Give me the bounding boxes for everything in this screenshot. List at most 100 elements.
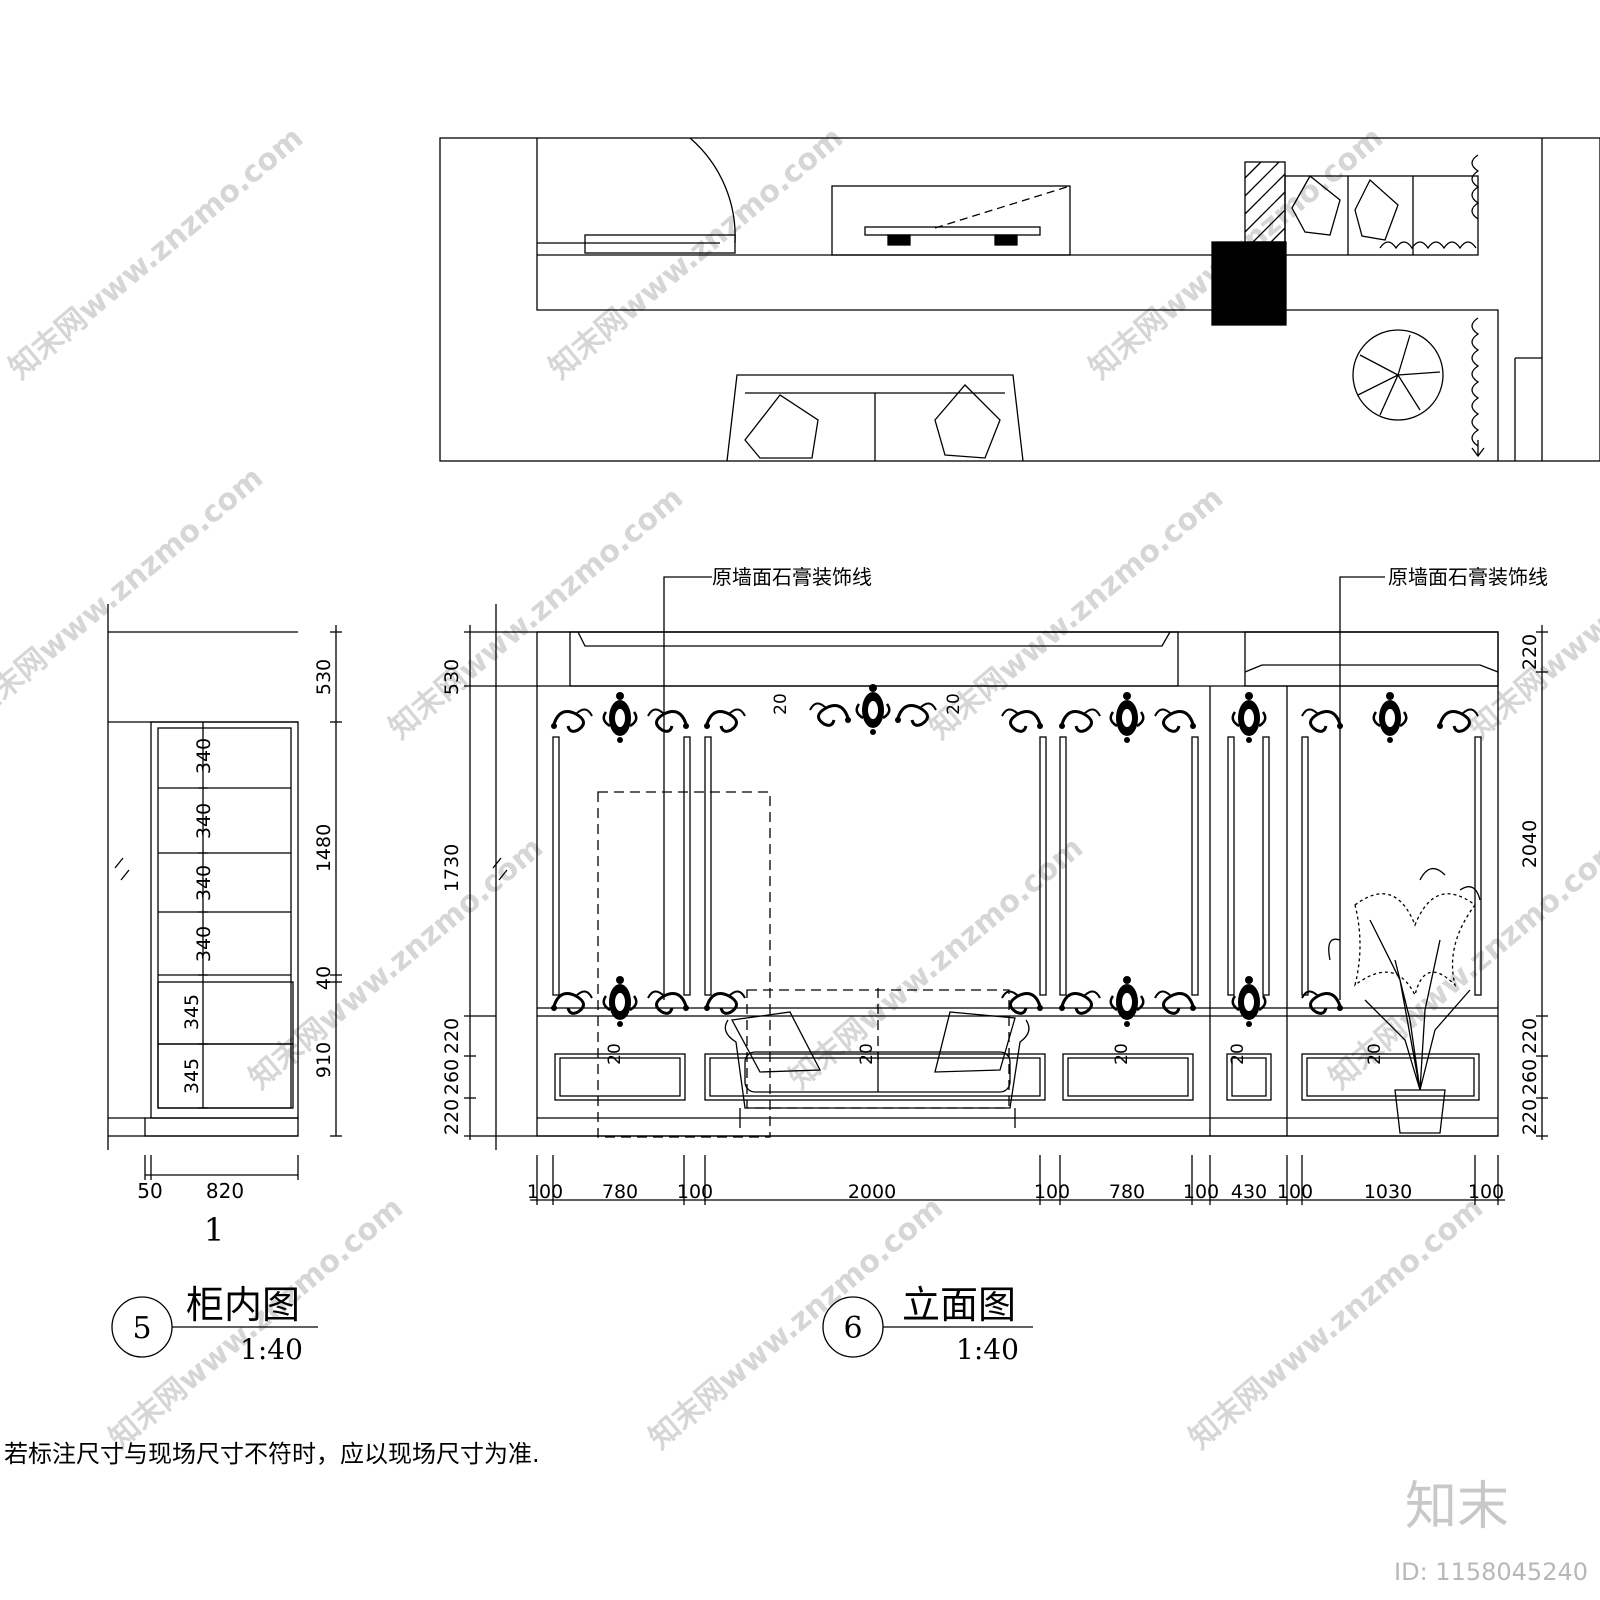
drawing-scale: 1:40 xyxy=(956,1333,1019,1366)
ornament-medallion-icon xyxy=(1109,976,1145,1027)
elevation-dimensions: 530 1730 220 260 220 220 2040 220 260 22… xyxy=(441,565,1548,1203)
door-swing-arc xyxy=(689,137,736,244)
ornament-scroll-icon xyxy=(895,702,937,727)
ornament-medallion-icon xyxy=(1109,692,1145,743)
watermark: 知末网www.znzmo.com xyxy=(1463,480,1600,746)
tv-outline-dashed xyxy=(597,791,771,1138)
shelf-board xyxy=(584,234,736,254)
dim-label: 2000 xyxy=(848,1181,896,1203)
plan-outline xyxy=(439,137,1600,462)
dim-label: 20 xyxy=(857,1043,877,1065)
dim-label: 100 xyxy=(1468,1181,1504,1203)
dim-label: 1030 xyxy=(1364,1181,1412,1203)
dim-label: 530 xyxy=(313,659,335,695)
dim-label: 340 xyxy=(193,738,215,774)
plant-plan xyxy=(1352,329,1444,421)
dim-label: 220 xyxy=(1519,634,1541,670)
dim-label: 100 xyxy=(1277,1181,1313,1203)
dim-label: 340 xyxy=(193,926,215,962)
dim-label: 340 xyxy=(193,803,215,839)
cabinet-interior-view xyxy=(107,604,342,1180)
sofa-elevation xyxy=(724,1019,1030,1109)
ornament-scroll-icon xyxy=(551,990,593,1015)
ornament-scroll-icon xyxy=(1001,990,1043,1015)
ornament-medallion-icon xyxy=(602,976,638,1027)
ornament-medallion-icon xyxy=(602,692,638,743)
dim-label: 910 xyxy=(313,1042,335,1078)
dim-label: 780 xyxy=(602,1181,638,1203)
plant-pot xyxy=(1394,1089,1446,1134)
dim-label: 340 xyxy=(193,865,215,901)
dim-label: 220 xyxy=(1519,1018,1541,1054)
watermark: 知末网www.znzmo.com xyxy=(0,460,270,726)
ornament-medallion-icon xyxy=(855,684,891,735)
watermark: 知末网www.znzmo.com xyxy=(783,830,1090,1096)
ornament-layer xyxy=(551,684,1479,1027)
watermark: 知末网www.znzmo.com xyxy=(383,480,690,746)
ornament-scroll-icon xyxy=(809,702,851,727)
drawing-number: 6 xyxy=(843,1311,862,1346)
ornament-medallion-icon xyxy=(1231,976,1267,1027)
sofa-plan xyxy=(1284,175,1479,256)
dim-label: 100 xyxy=(677,1181,713,1203)
watermark: 知末网www.znzmo.com xyxy=(1183,1190,1490,1456)
dim-label: 20 xyxy=(944,693,964,715)
ornament-medallion-icon xyxy=(1231,692,1267,743)
dim-label: 20 xyxy=(1112,1043,1132,1065)
brand-logo: 知末 xyxy=(1405,1477,1509,1537)
ornament-scroll-icon xyxy=(1059,708,1101,733)
drawer xyxy=(157,981,294,1045)
ornament-scroll-icon xyxy=(1301,708,1343,733)
dim-label: 220 xyxy=(441,1018,463,1054)
curtain-plan xyxy=(1379,241,1477,250)
tv-niche xyxy=(831,185,1071,256)
drawer xyxy=(157,1043,294,1109)
dim-label: 100 xyxy=(1183,1181,1219,1203)
dim-label: 20 xyxy=(605,1043,625,1065)
ornament-scroll-icon xyxy=(704,708,746,733)
callout-leader-left xyxy=(663,576,712,1000)
title-block-cabinet: 5 柜内图 1:40 xyxy=(111,1283,318,1366)
dim-label: 260 xyxy=(441,1059,463,1095)
wainscot-panel xyxy=(554,1053,686,1101)
sofa-plan-lower xyxy=(726,374,1024,462)
wainscot-panel xyxy=(1301,1053,1480,1101)
drawing-scale: 1:40 xyxy=(240,1333,303,1366)
watermark: 知末网www.znzmo.com xyxy=(243,830,550,1096)
ornament-scroll-icon xyxy=(704,990,746,1015)
dim-label: 345 xyxy=(181,994,203,1030)
brand-id: ID: 1158045240 xyxy=(1394,1558,1588,1586)
dim-label: 20 xyxy=(1228,1043,1248,1065)
watermark: 知末网www.znzmo.com xyxy=(3,120,310,386)
dim-label: 100 xyxy=(1034,1181,1070,1203)
dim-label: 100 xyxy=(527,1181,563,1203)
ornament-scroll-icon xyxy=(1001,708,1043,733)
dim-label: 220 xyxy=(1519,1099,1541,1135)
dim-label: 1480 xyxy=(313,824,335,872)
wainscot-panel xyxy=(704,1053,1046,1101)
tv-plan-icon xyxy=(864,226,1041,236)
plant-leaves xyxy=(1364,919,1471,1091)
ornament-scroll-icon xyxy=(647,990,689,1015)
callout-label-right: 原墙面石膏装饰线 xyxy=(1388,565,1548,589)
tv-cabinet-plan xyxy=(536,138,1499,461)
ornament-scroll-icon xyxy=(1154,708,1196,733)
callout-label-left: 原墙面石膏装饰线 xyxy=(712,565,872,589)
panel-strip xyxy=(552,736,560,996)
dim-label: 430 xyxy=(1231,1181,1267,1203)
dim-label: 780 xyxy=(1109,1181,1145,1203)
drawing-title: 立面图 xyxy=(902,1283,1016,1327)
wainscot-panel xyxy=(1226,1053,1272,1101)
dim-label: 820 xyxy=(206,1179,244,1203)
drawing-number: 5 xyxy=(132,1311,151,1346)
crown-molding-left xyxy=(569,631,1179,687)
cabinet-dimensions: 530 1480 40 910 340 340 340 340 345 345 … xyxy=(137,659,335,1249)
dim-label: 20 xyxy=(1365,1043,1385,1065)
drawing-title: 柜内图 xyxy=(186,1283,300,1327)
dim-label: 345 xyxy=(181,1058,203,1094)
ornament-scroll-icon xyxy=(647,708,689,733)
cabinet-plinth xyxy=(144,1117,299,1137)
callout-leader-right xyxy=(1339,576,1385,1000)
dim-label: 40 xyxy=(313,966,335,990)
